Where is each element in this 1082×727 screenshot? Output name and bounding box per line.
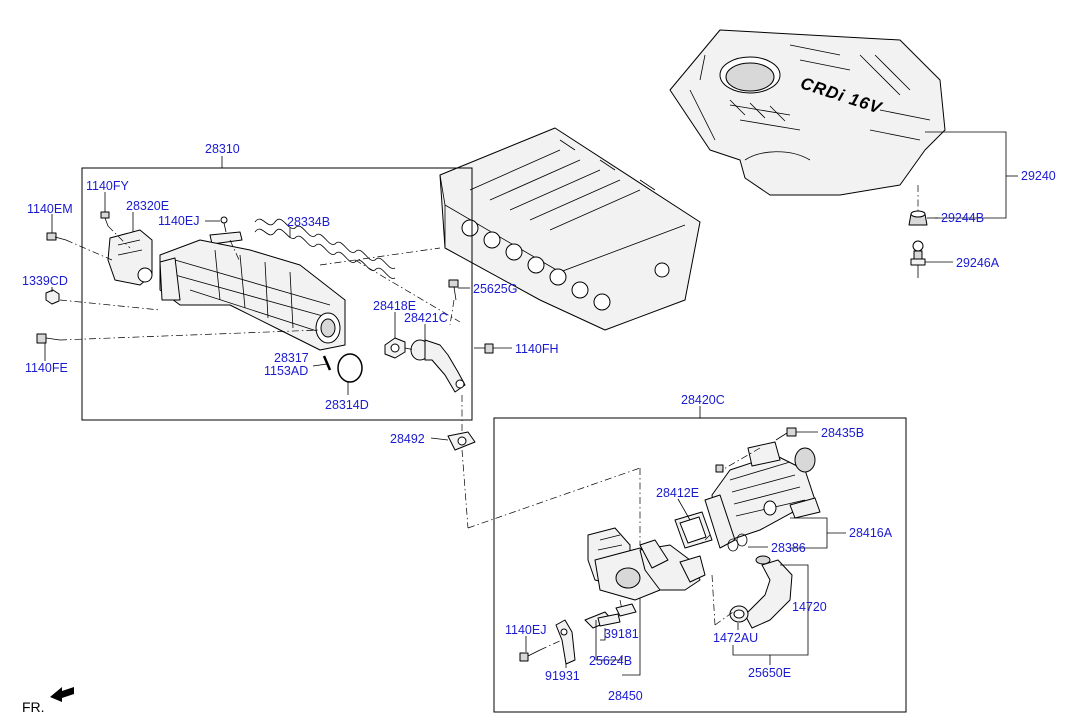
label-28420c[interactable]: 28420C bbox=[681, 393, 725, 407]
gasket-28492-illustration bbox=[447, 431, 476, 451]
nut-1339cd-illustration bbox=[45, 289, 60, 305]
hose-14720-illustration[interactable] bbox=[744, 555, 793, 629]
oring-28314d-illustration bbox=[337, 353, 363, 383]
engine-cover-illustration[interactable]: CRDi 16V bbox=[669, 29, 946, 196]
alignment-lines bbox=[59, 225, 761, 651]
stud-29246a-illustration bbox=[910, 240, 926, 278]
label-1140em[interactable]: 1140EM bbox=[27, 202, 73, 216]
bolt-1140fe-illustration bbox=[36, 333, 61, 344]
gasket-28412e-illustration bbox=[674, 511, 713, 549]
label-1140fe[interactable]: 1140FE bbox=[25, 361, 68, 375]
label-1140ej-top[interactable]: 1140EJ bbox=[158, 214, 199, 228]
part-labels: 28310 1140FY 1140EM 28320E 1140EJ 28334B… bbox=[22, 142, 1056, 703]
egr-cooler-28416a-illustration[interactable] bbox=[704, 441, 821, 549]
leader-lines bbox=[44, 131, 1018, 676]
label-28314d[interactable]: 28314D bbox=[325, 398, 369, 412]
egr-valve-28450-illustration[interactable] bbox=[587, 527, 706, 601]
label-28320e[interactable]: 28320E bbox=[126, 199, 169, 213]
label-28418e[interactable]: 28418E bbox=[373, 299, 416, 313]
gasket-28386-illustration bbox=[727, 533, 748, 552]
label-29246a[interactable]: 29246A bbox=[956, 256, 1000, 270]
gasket-28334b-illustration bbox=[254, 218, 396, 279]
label-28334b[interactable]: 28334B bbox=[287, 215, 330, 229]
label-39181[interactable]: 39181 bbox=[604, 627, 639, 641]
actuator-28320e-illustration[interactable] bbox=[107, 229, 153, 286]
bolt-28435b-illustration bbox=[775, 427, 797, 441]
bracket-25624b-illustration bbox=[615, 603, 637, 617]
label-29244b[interactable]: 29244B bbox=[941, 211, 984, 225]
bolt-25625g-illustration bbox=[448, 279, 459, 301]
label-14720[interactable]: 14720 bbox=[792, 600, 827, 614]
label-1140fh[interactable]: 1140FH bbox=[515, 342, 559, 356]
label-1153ad[interactable]: 1153AD bbox=[264, 364, 308, 378]
label-25624b[interactable]: 25624B bbox=[589, 654, 632, 668]
label-28450[interactable]: 28450 bbox=[608, 689, 643, 703]
pin-28317-illustration bbox=[322, 355, 332, 371]
front-direction-indicator: FR. bbox=[22, 687, 74, 715]
clamp-1472au-illustration bbox=[729, 605, 749, 623]
bolt-1140fy-illustration bbox=[100, 211, 110, 227]
bolt-1140em-illustration bbox=[46, 232, 67, 241]
front-arrow-icon bbox=[50, 687, 74, 702]
intake-group-box bbox=[81, 167, 473, 421]
bracket-39181-illustration bbox=[584, 611, 621, 629]
label-28435b[interactable]: 28435B bbox=[821, 426, 864, 440]
label-28421c[interactable]: 28421C bbox=[404, 311, 448, 325]
label-1472au[interactable]: 1472AU bbox=[713, 631, 758, 645]
gasket-28418e-illustration bbox=[384, 337, 406, 359]
label-28317[interactable]: 28317 bbox=[274, 351, 309, 365]
label-1140fy[interactable]: 1140FY bbox=[86, 179, 130, 193]
label-1140ej-bottom[interactable]: 1140EJ bbox=[505, 623, 546, 637]
cooler-bolt-illustration bbox=[715, 464, 724, 473]
pipe-28421c-illustration[interactable] bbox=[410, 339, 466, 393]
cylinder-head-illustration bbox=[439, 127, 701, 331]
label-29240[interactable]: 29240 bbox=[1021, 169, 1056, 183]
intake-manifold-illustration[interactable] bbox=[159, 239, 346, 351]
label-28386[interactable]: 28386 bbox=[771, 541, 806, 555]
label-25625g[interactable]: 25625G bbox=[473, 282, 517, 296]
label-25650e[interactable]: 25650E bbox=[748, 666, 791, 680]
bolt-1140ej-bottom-illustration bbox=[519, 649, 541, 662]
bracket-91931-illustration bbox=[555, 619, 576, 665]
label-28492[interactable]: 28492 bbox=[390, 432, 425, 446]
bolt-1140ej-top-illustration bbox=[209, 216, 243, 245]
label-1339cd[interactable]: 1339CD bbox=[22, 274, 68, 288]
front-direction-label: FR. bbox=[22, 699, 45, 715]
label-28412e[interactable]: 28412E bbox=[656, 486, 699, 500]
label-91931[interactable]: 91931 bbox=[545, 669, 580, 683]
label-28310[interactable]: 28310 bbox=[205, 142, 240, 156]
grommet-29244b-illustration bbox=[908, 210, 928, 226]
bolt-1140fh-illustration bbox=[474, 343, 494, 354]
label-28416a[interactable]: 28416A bbox=[849, 526, 893, 540]
